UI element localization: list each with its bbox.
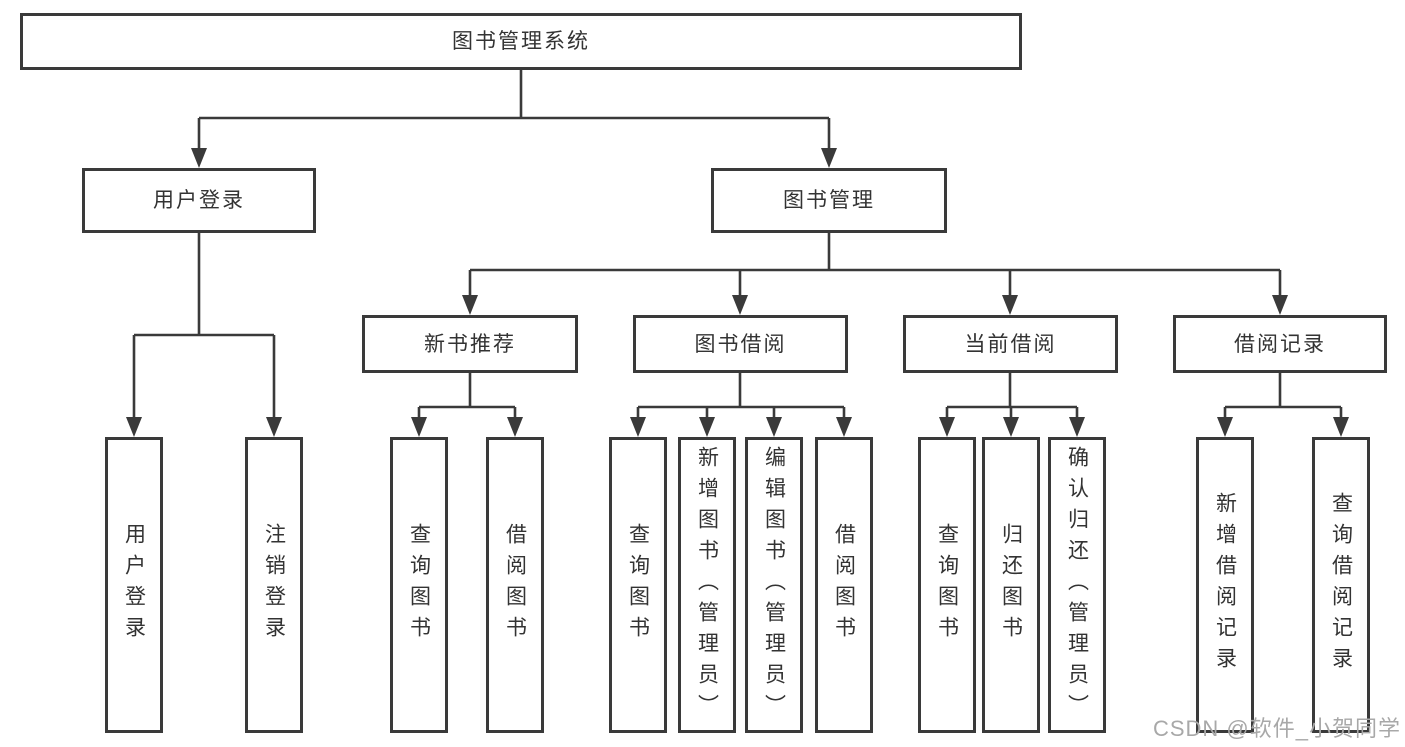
node-label: 当前借阅 xyxy=(964,332,1057,356)
node-book-borrow: 图书借阅 xyxy=(633,315,848,373)
leaf-query-borrow-record: 查询借阅记录 xyxy=(1312,437,1370,733)
node-label: 查询图书 xyxy=(935,523,959,647)
leaf-add-borrow-record: 新增借阅记录 xyxy=(1196,437,1254,733)
node-library-management-system: 图书管理系统 xyxy=(20,13,1022,70)
leaf-borrow-books: 借阅图书 xyxy=(815,437,873,733)
leaf-query-books-current: 查询图书 xyxy=(918,437,976,733)
node-label: 编辑图书（管理员） xyxy=(762,445,786,725)
node-label: 确认归还（管理员） xyxy=(1065,445,1089,725)
node-label: 用户登录 xyxy=(153,189,245,212)
node-label: 查询图书 xyxy=(407,523,431,647)
node-label: 新增图书（管理员） xyxy=(695,445,719,725)
node-user-login: 用户登录 xyxy=(82,168,316,233)
leaf-user-login: 用户登录 xyxy=(105,437,163,733)
node-label: 借阅记录 xyxy=(1234,332,1326,356)
leaf-borrow-books-recommend: 借阅图书 xyxy=(486,437,544,733)
node-label: 图书借阅 xyxy=(694,332,787,356)
node-label: 借阅图书 xyxy=(503,523,527,647)
leaf-return-books: 归还图书 xyxy=(982,437,1040,733)
node-current-borrow: 当前借阅 xyxy=(903,315,1118,373)
node-label: 查询图书 xyxy=(626,523,650,647)
leaf-query-books-recommend: 查询图书 xyxy=(390,437,448,733)
node-book-management: 图书管理 xyxy=(711,168,947,233)
leaf-logout: 注销登录 xyxy=(245,437,303,733)
leaf-edit-books-admin: 编辑图书（管理员） xyxy=(745,437,803,733)
node-label: 新书推荐 xyxy=(424,332,516,356)
node-label: 查询借阅记录 xyxy=(1329,492,1353,678)
node-new-book-recommend: 新书推荐 xyxy=(362,315,578,373)
leaf-query-books-borrow: 查询图书 xyxy=(609,437,667,733)
node-label: 图书管理 xyxy=(783,189,875,212)
node-label: 新增借阅记录 xyxy=(1213,492,1237,678)
node-label: 图书管理系统 xyxy=(452,30,590,53)
leaf-add-books-admin: 新增图书（管理员） xyxy=(678,437,736,733)
csdn-watermark: CSDN @软件_小贺同学 xyxy=(1152,716,1401,741)
leaf-confirm-return-admin: 确认归还（管理员） xyxy=(1048,437,1106,733)
node-label: 用户登录 xyxy=(122,523,146,647)
node-label: 注销登录 xyxy=(262,523,286,647)
node-label: 归还图书 xyxy=(999,523,1023,647)
node-label: 借阅图书 xyxy=(832,523,856,647)
node-borrow-records: 借阅记录 xyxy=(1173,315,1387,373)
